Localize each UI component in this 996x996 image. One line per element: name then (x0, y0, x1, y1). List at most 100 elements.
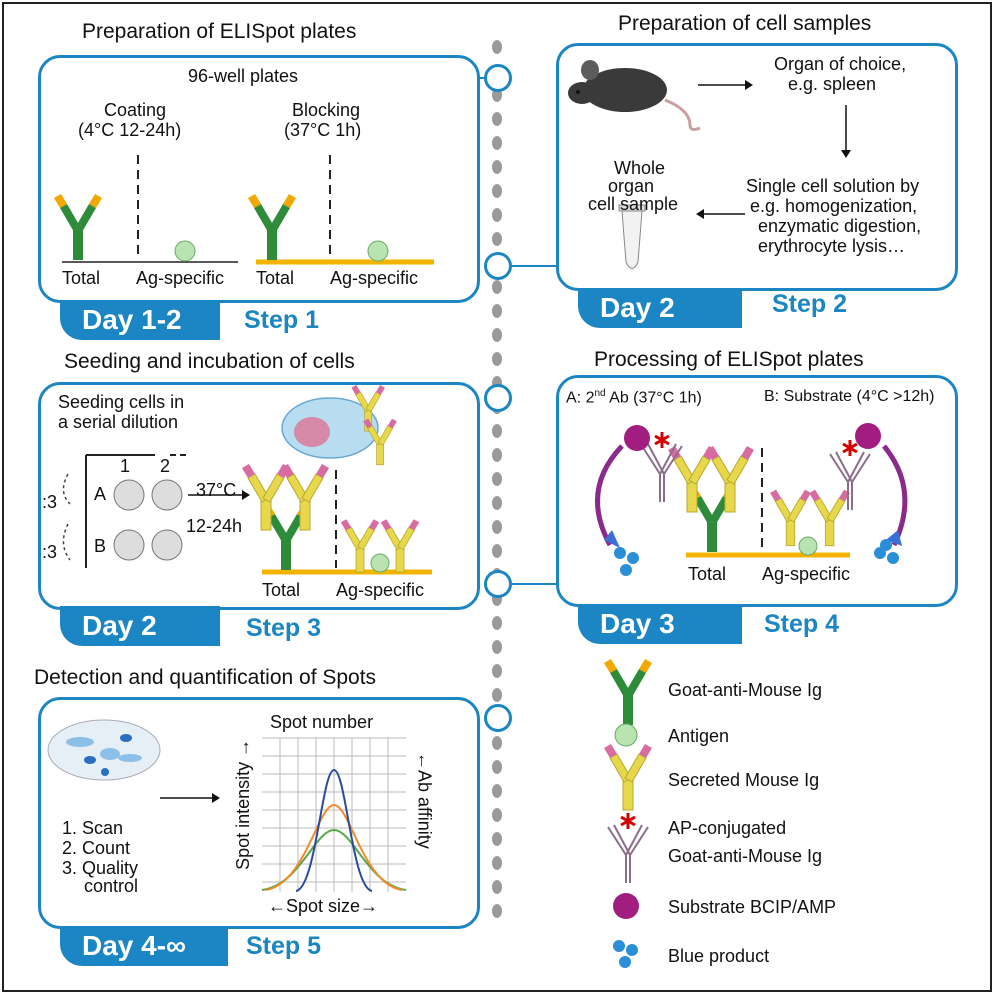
connector-line-4 (512, 583, 558, 585)
divider-dot (492, 904, 502, 918)
divider-dot (492, 232, 502, 246)
panel4-ag-specific: Ag-specific (762, 564, 851, 584)
divider-dot (492, 664, 502, 678)
whole-line3: cell sample (588, 194, 679, 214)
rowB-label: B (94, 536, 107, 556)
panel4-day-tab: Day 3 (578, 604, 742, 644)
divider-dot (492, 376, 502, 390)
list-count: 2. Count (62, 838, 131, 858)
panel5-step: Step 5 (246, 932, 322, 960)
divider-dot (492, 520, 502, 534)
organ-line1: Organ of choice, (774, 54, 907, 74)
single-line2: e.g. homogenization, (750, 196, 918, 216)
incubation-temp: 37°C (196, 480, 237, 500)
panel5-title: Detection and quantification of Spots (34, 666, 377, 689)
panel1-total-2: Total (256, 268, 295, 288)
connector-line-2 (512, 265, 558, 267)
dilution-1: :3 (42, 492, 58, 512)
panel4-b-label: B: Substrate (4°C >12h) (764, 388, 935, 405)
panel5-day-tab: Day 4-∞ (60, 926, 228, 966)
legend-antigen-label: Antigen (668, 726, 730, 746)
rowA-label: A (94, 484, 107, 504)
panel2-title: Preparation of cell samples (618, 12, 872, 35)
divider-dot (492, 640, 502, 654)
divider-dot (492, 40, 502, 54)
divider-dot (492, 424, 502, 438)
divider-dot (492, 448, 502, 462)
list-quality-2: control (84, 876, 139, 896)
seeding-line1: Seeding cells in (58, 392, 185, 412)
plot-grid (262, 737, 406, 892)
legend-blue-label: Blue product (668, 946, 770, 966)
organ-line2: e.g. spleen (788, 74, 877, 94)
seeding-line2: a serial dilution (58, 412, 179, 432)
whole-line2: organ (608, 176, 655, 196)
connector-1 (484, 64, 512, 92)
panel1-total: Total (62, 268, 101, 288)
panel1-title: Preparation of ELISpot plates (82, 20, 357, 43)
single-line4: erythrocyte lysis… (758, 236, 906, 256)
connector-2 (484, 252, 512, 280)
divider-dot (492, 112, 502, 126)
panel3-total: Total (262, 580, 301, 600)
goat-anti-mouse-ig-icon (604, 659, 652, 725)
x-axis-label: ←Spot size→ (268, 896, 379, 916)
panel4-total: Total (688, 564, 727, 584)
list-quality: 3. Quality (62, 858, 139, 878)
coating-label: Coating (104, 100, 167, 120)
substrate-icon (613, 893, 639, 919)
panel3-title: Seeding and incubation of cells (64, 350, 355, 373)
legend-goat-label: Goat-anti-Mouse Ig (668, 680, 823, 700)
blocking-condition: (37°C 1h) (284, 120, 362, 140)
blocking-label: Blocking (292, 100, 361, 120)
connector-3 (484, 384, 512, 412)
incubation-time: 12-24h (186, 516, 243, 536)
panel2-step: Step 2 (772, 290, 848, 318)
panel3-step: Step 3 (246, 614, 322, 642)
blue-product-icon (613, 940, 638, 968)
divider-dot (492, 88, 502, 102)
panel4-title: Processing of ELISpot plates (594, 348, 864, 371)
legend-ap-label: AP-conjugated (668, 818, 787, 838)
connector-4 (484, 570, 512, 598)
divider-dot (492, 496, 502, 510)
single-line1: Single cell solution by (746, 176, 920, 196)
panel4-a-label: A: 2nd Ab (37°C 1h) (566, 388, 702, 407)
divider-dot (492, 856, 502, 870)
whole-line1: Whole (614, 158, 666, 178)
panel2-day-tab: Day 2 (578, 288, 742, 328)
divider-dot (492, 736, 502, 750)
connector-line-1 (480, 77, 486, 79)
divider-dot (492, 760, 502, 774)
divider-dot (492, 616, 502, 630)
divider-dot (492, 784, 502, 798)
panel1-step: Step 1 (244, 306, 320, 334)
col2-label: 2 (160, 456, 171, 476)
divider-dot (492, 592, 502, 606)
divider-dot (492, 688, 502, 702)
panel1-day-tab: Day 1-2 (60, 300, 220, 340)
coating-condition: (4°C 12-24h) (78, 120, 182, 140)
antigen-icon (614, 723, 638, 747)
dilution-2: :3 (42, 542, 58, 562)
divider-dot (492, 880, 502, 894)
legend-substrate-label: Substrate BCIP/AMP (668, 897, 837, 917)
divider-dot (492, 472, 502, 486)
legend-ap-label-2: Goat-anti-Mouse Ig (668, 846, 823, 866)
panel4-step: Step 4 (764, 610, 840, 638)
divider-dot (492, 136, 502, 150)
divider-dot (492, 160, 502, 174)
divider-dot (492, 208, 502, 222)
connector-5 (484, 704, 512, 732)
divider-dot (492, 544, 502, 558)
divider-dot (492, 808, 502, 822)
secreted-mouse-ig-icon (603, 743, 653, 811)
panel3-day-tab: Day 2 (60, 606, 220, 646)
divider-dot (492, 352, 502, 366)
